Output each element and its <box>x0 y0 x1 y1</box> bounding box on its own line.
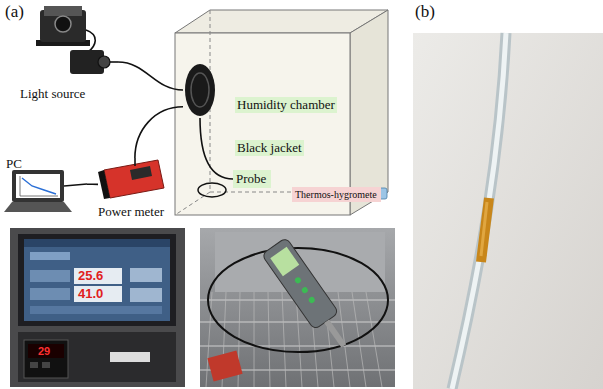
node-label: Humidity chamber <box>235 97 337 113</box>
chamber-interior-photo <box>200 228 395 387</box>
fiber-cable <box>118 62 183 90</box>
panel-label: (b) <box>415 2 435 22</box>
readout-value: 41.0 <box>78 286 103 302</box>
probe-label-box: Probe <box>233 170 271 188</box>
controller-photo <box>10 228 185 387</box>
node-label: Power meter <box>98 204 164 220</box>
fiber-cable <box>135 107 183 158</box>
hygrometer-label-box: Thermos-hygromete <box>292 187 381 202</box>
node-label: PC <box>6 156 22 172</box>
pc-icon: PC <box>2 156 87 216</box>
fiber-cable <box>87 183 98 185</box>
panel-label: (a) <box>5 2 24 22</box>
light-source-icon: Light source <box>18 2 118 105</box>
power-meter-drawing <box>98 158 164 199</box>
fiber-cable <box>200 118 233 179</box>
node-label: Black jacket <box>235 140 304 156</box>
laptop-drawing <box>4 170 87 212</box>
black-jacket-port: Black jacket <box>183 62 217 118</box>
node-label: Light source <box>20 86 85 102</box>
humidity-chamber-box: Humidity chamberBlack jacketProbeThermos… <box>170 8 392 218</box>
power-meter-icon: Power meter <box>98 158 180 224</box>
readout-value: 25.6 <box>78 268 103 284</box>
fiber-probe-photo <box>413 33 603 389</box>
node-label: Probe <box>236 171 266 187</box>
node-label: Thermos-hygromete <box>295 188 377 201</box>
chamber-drawing <box>175 10 388 215</box>
led-readout: 29 <box>38 344 50 358</box>
light-source-drawing <box>36 6 118 74</box>
